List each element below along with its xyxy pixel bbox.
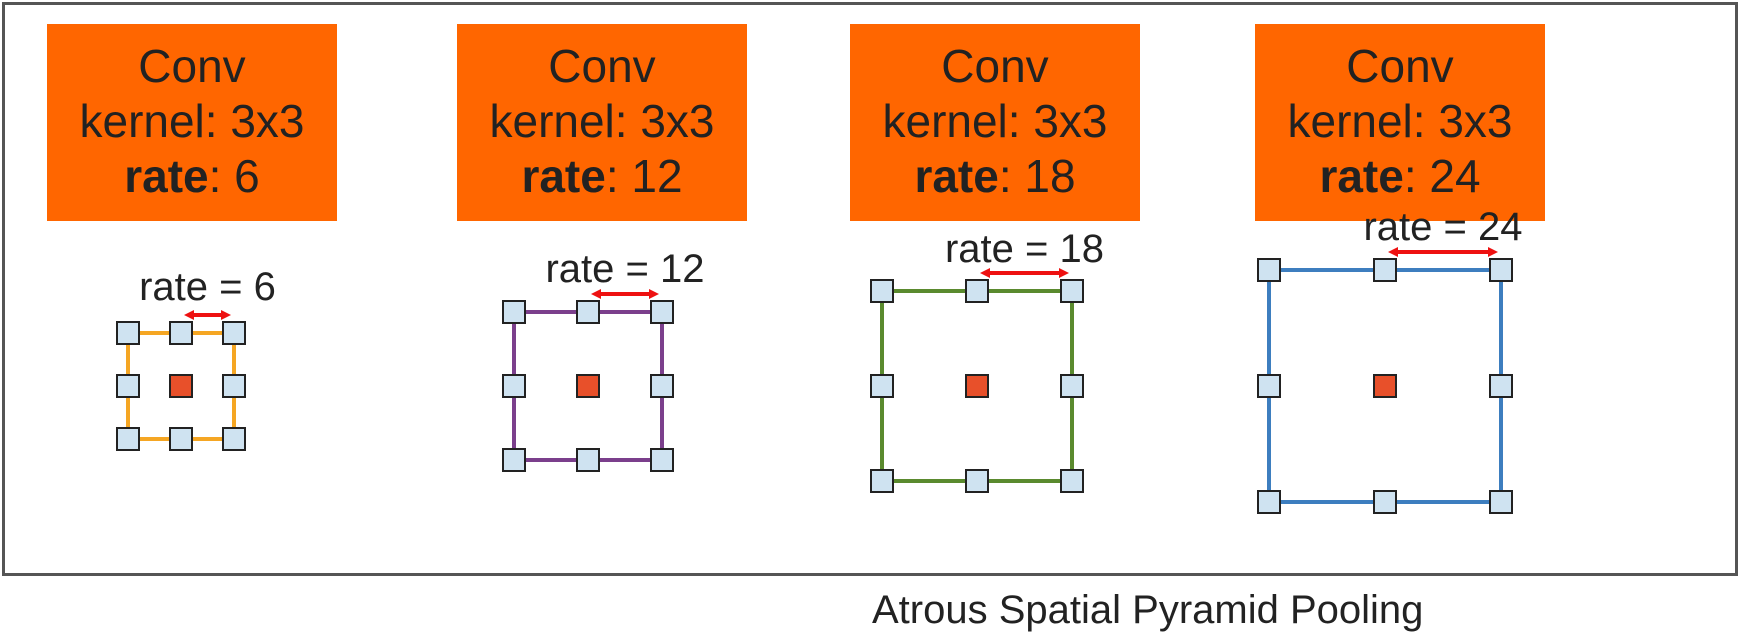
conv-rate-value: : 24 (1403, 150, 1481, 202)
kernel-tap (1257, 490, 1281, 514)
conv-rate-value: : 18 (998, 150, 1076, 202)
conv-title: Conv (548, 40, 656, 92)
conv-rate-word: rate (124, 150, 209, 202)
kernel-tap (222, 427, 246, 451)
kernel-tap (1489, 258, 1513, 282)
kernel-rate-24: rate = 24 (1257, 205, 1523, 514)
conv-rate-word: rate (521, 150, 606, 202)
kernel-tap (222, 321, 246, 345)
kernel-tap (502, 374, 526, 398)
conv-rate: rate: 12 (457, 149, 747, 204)
conv-title: Conv (941, 40, 1049, 92)
kernel-tap (650, 300, 674, 324)
kernel-tap (576, 448, 600, 472)
conv-title: Conv (138, 40, 246, 92)
kernel-tap (965, 279, 989, 303)
kernel-tap (870, 469, 894, 493)
kernel-tap (870, 279, 894, 303)
kernel-tap (116, 321, 140, 345)
kernel-tap (169, 321, 193, 345)
conv-rate-value: : 6 (208, 150, 260, 202)
kernel-rate-18: rate = 18 (870, 227, 1104, 493)
kernel-tap (650, 374, 674, 398)
rate-label: rate = 24 (1363, 205, 1522, 249)
kernel-tap (965, 469, 989, 493)
kernel-tap (576, 300, 600, 324)
kernel-tap (1489, 374, 1513, 398)
conv-rate-word: rate (914, 150, 999, 202)
rate-label: rate = 12 (545, 247, 704, 291)
diagram-caption: Atrous Spatial Pyramid Pooling (872, 588, 1424, 632)
kernel-tap (116, 427, 140, 451)
kernel-tap (1060, 279, 1084, 303)
conv-block-rate-6: Conv kernel: 3x3 rate: 6 (47, 24, 337, 221)
rate-label: rate = 6 (139, 265, 276, 309)
kernel-center-tap (576, 374, 600, 398)
kernel-tap (1060, 469, 1084, 493)
conv-rate: rate: 18 (850, 149, 1140, 204)
conv-kernel-size: kernel: 3x3 (882, 95, 1108, 147)
kernel-center-tap (1373, 374, 1397, 398)
conv-kernel-size: kernel: 3x3 (79, 95, 305, 147)
conv-rate-value: : 12 (605, 150, 683, 202)
kernel-tap (1489, 490, 1513, 514)
conv-title: Conv (1346, 40, 1454, 92)
rate-label: rate = 18 (945, 227, 1104, 271)
kernel-tap (870, 374, 894, 398)
kernel-tap (502, 448, 526, 472)
conv-rate-word: rate (1319, 150, 1404, 202)
kernel-tap (222, 374, 246, 398)
kernel-rate-12: rate = 12 (502, 247, 705, 472)
conv-kernel-size: kernel: 3x3 (1287, 95, 1513, 147)
conv-rate: rate: 24 (1255, 149, 1545, 204)
kernel-tap (1257, 374, 1281, 398)
conv-kernel-size: kernel: 3x3 (489, 95, 715, 147)
conv-block-rate-18: Conv kernel: 3x3 rate: 18 (850, 24, 1140, 221)
conv-rate: rate: 6 (47, 149, 337, 204)
kernel-tap (1257, 258, 1281, 282)
kernel-rate-6: rate = 6 (116, 265, 276, 451)
kernel-center-tap (965, 374, 989, 398)
kernel-tap (1373, 490, 1397, 514)
kernel-tap (502, 300, 526, 324)
conv-block-rate-12: Conv kernel: 3x3 rate: 12 (457, 24, 747, 221)
kernel-tap (650, 448, 674, 472)
kernel-tap (1060, 374, 1084, 398)
kernel-tap (169, 427, 193, 451)
conv-block-rate-24: Conv kernel: 3x3 rate: 24 (1255, 24, 1545, 221)
kernel-tap (1373, 258, 1397, 282)
kernel-center-tap (169, 374, 193, 398)
kernel-tap (116, 374, 140, 398)
